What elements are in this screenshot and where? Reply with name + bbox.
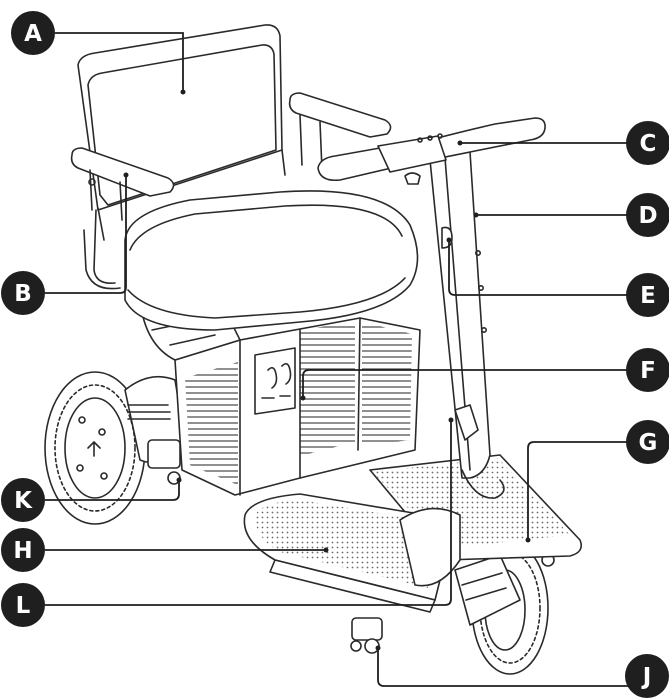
callout-g: G [626, 420, 669, 464]
callout-h: H [1, 528, 45, 572]
callout-e-letter: E [640, 283, 656, 309]
callout-k: K [1, 478, 45, 522]
callout-a-letter: A [24, 21, 42, 47]
callout-l-letter: L [16, 593, 31, 619]
callout-g-letter: G [639, 430, 658, 456]
callout-d: D [626, 193, 669, 237]
callout-b-letter: B [14, 281, 32, 307]
steering-column [429, 151, 505, 499]
rear-suspension [124, 375, 186, 485]
callout-e: E [626, 273, 669, 317]
leader-lines [45, 32, 628, 687]
callout-j: J [625, 654, 669, 698]
callout-c-letter: C [640, 131, 657, 157]
callout-l: L [1, 583, 45, 627]
armrests [70, 92, 392, 221]
handlebar [317, 117, 546, 185]
callout-c: C [626, 121, 669, 165]
rear-left-wheel [44, 371, 146, 525]
basket [174, 317, 421, 496]
callout-f: F [626, 348, 669, 392]
callout-a: A [11, 11, 55, 55]
callout-h-letter: H [13, 538, 32, 564]
seat-cushion [124, 190, 419, 331]
callout-f-letter: F [640, 358, 656, 384]
foot-platform [243, 454, 583, 613]
callout-k-letter: K [14, 488, 33, 514]
callout-b: B [1, 271, 45, 315]
front-wheel [454, 541, 549, 675]
callout-j-letter: J [641, 664, 652, 690]
callout-d-letter: D [638, 203, 657, 229]
